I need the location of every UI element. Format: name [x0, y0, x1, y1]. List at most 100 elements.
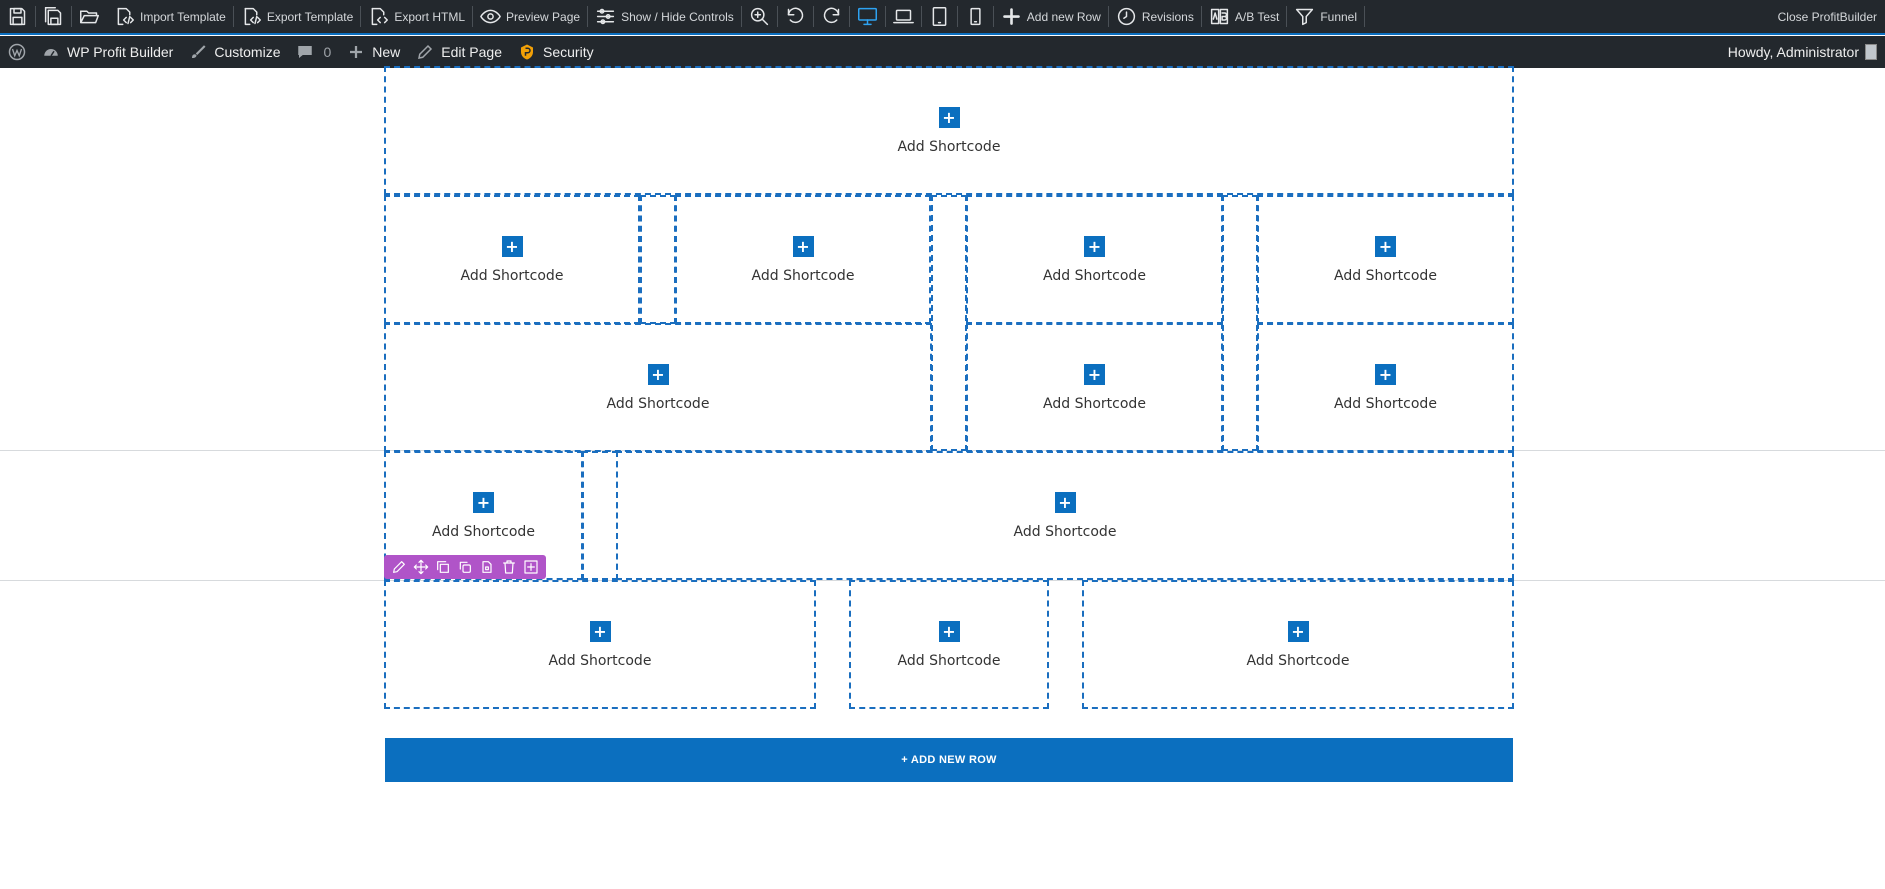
- shortcode-cell[interactable]: + Add Shortcode: [384, 580, 816, 709]
- new-content-link[interactable]: New: [339, 36, 408, 68]
- paste-icon[interactable]: [479, 559, 495, 575]
- edit-page-link[interactable]: Edit Page: [408, 36, 510, 68]
- shortcode-cell[interactable]: + Add Shortcode: [384, 323, 932, 452]
- add-shortcode-plus-button[interactable]: +: [473, 491, 494, 513]
- shortcode-cell[interactable]: + Add Shortcode: [616, 451, 1514, 580]
- save-button[interactable]: [0, 0, 35, 33]
- export-template-button[interactable]: Export Template: [234, 0, 361, 33]
- clock-icon: [1117, 7, 1135, 26]
- add-shortcode-plus-button[interactable]: +: [1084, 363, 1105, 385]
- add-shortcode-plus-button[interactable]: +: [501, 235, 523, 257]
- add-shortcode-label[interactable]: Add Shortcode: [1043, 395, 1146, 412]
- avatar: [1865, 44, 1877, 60]
- mobile-view-button[interactable]: [958, 0, 993, 33]
- shortcode-cell[interactable]: + Add Shortcode: [384, 195, 640, 324]
- add-shortcode-plus-button[interactable]: +: [938, 106, 960, 128]
- add-shortcode-plus-button[interactable]: +: [792, 235, 814, 257]
- laptop-view-button[interactable]: [886, 0, 921, 33]
- shortcode-cell[interactable]: + Add Shortcode: [1257, 195, 1514, 324]
- add-new-row-button[interactable]: + ADD NEW ROW: [385, 738, 1513, 782]
- add-new-row-toolbar-button[interactable]: Add new Row: [994, 0, 1108, 33]
- close-profitbuilder-button[interactable]: Close ProfitBuilder: [1777, 9, 1877, 24]
- redo-button[interactable]: [814, 0, 849, 33]
- site-name-link[interactable]: WP Profit Builder: [34, 36, 181, 68]
- add-shortcode-label[interactable]: Add Shortcode: [751, 267, 855, 284]
- security-shield-icon: [521, 44, 534, 60]
- plus-icon: [350, 46, 363, 58]
- add-shortcode-label[interactable]: Add Shortcode: [432, 523, 535, 540]
- toolbar-separator: [920, 6, 922, 27]
- open-button[interactable]: [72, 0, 107, 33]
- shortcode-cell[interactable]: + Add Shortcode: [966, 323, 1223, 452]
- laptop-icon: [892, 9, 914, 24]
- undo-button[interactable]: [778, 0, 813, 33]
- edit-pencil-icon[interactable]: [391, 559, 407, 575]
- export-html-label: Export HTML: [394, 9, 466, 24]
- add-shortcode-label[interactable]: Add Shortcode: [1043, 267, 1146, 284]
- add-shortcode-label[interactable]: Add Shortcode: [548, 652, 652, 669]
- add-shortcode-label[interactable]: Add Shortcode: [1334, 267, 1437, 284]
- add-shortcode-plus-button[interactable]: +: [938, 620, 960, 642]
- import-template-button[interactable]: Import Template: [107, 0, 233, 33]
- add-shortcode-plus-button[interactable]: +: [1375, 363, 1396, 385]
- shortcode-cell[interactable]: + Add Shortcode: [675, 195, 931, 324]
- add-shortcode-label[interactable]: Add Shortcode: [1013, 523, 1117, 540]
- add-shortcode-label[interactable]: Add Shortcode: [606, 395, 710, 412]
- add-shortcode-label[interactable]: Add Shortcode: [1334, 395, 1437, 412]
- shortcode-cell[interactable]: + Add Shortcode: [849, 580, 1049, 709]
- copy-icon[interactable]: [457, 559, 473, 575]
- save-as-icon: [44, 7, 62, 26]
- tablet-view-button[interactable]: [922, 0, 957, 33]
- add-shortcode-plus-button[interactable]: +: [647, 363, 669, 385]
- preview-page-button[interactable]: Preview Page: [473, 0, 587, 33]
- toolbar-separator: [812, 6, 814, 27]
- security-link[interactable]: Security: [510, 36, 602, 68]
- add-shortcode-label[interactable]: Add Shortcode: [897, 138, 1001, 155]
- export-template-label: Export Template: [266, 9, 354, 24]
- mobile-icon: [970, 7, 981, 26]
- shortcode-cell[interactable]: + Add Shortcode: [1082, 580, 1514, 709]
- shortcode-cell[interactable]: + Add Shortcode: [1257, 323, 1514, 452]
- add-shortcode-plus-button[interactable]: +: [1287, 620, 1309, 642]
- shortcode-cell[interactable]: + Add Shortcode: [966, 195, 1223, 324]
- comments-link[interactable]: 0: [288, 36, 339, 68]
- shortcode-cell[interactable]: + Add Shortcode: [384, 66, 1514, 195]
- toolbar-separator: [71, 6, 72, 27]
- column-gutter: [931, 195, 967, 451]
- funnel-label: Funnel: [1320, 9, 1358, 24]
- add-shortcode-label[interactable]: Add Shortcode: [897, 652, 1001, 669]
- pencil-icon: [418, 44, 433, 59]
- plus-icon: [1002, 8, 1020, 25]
- ab-test-button[interactable]: A/B Test: [1202, 0, 1286, 33]
- revisions-button[interactable]: Revisions: [1109, 0, 1201, 33]
- move-icon[interactable]: [413, 559, 429, 575]
- add-shortcode-plus-button[interactable]: +: [1375, 235, 1396, 257]
- funnel-button[interactable]: Funnel: [1287, 0, 1364, 33]
- add-shortcode-label[interactable]: Add Shortcode: [460, 267, 564, 284]
- security-label: Security: [543, 44, 594, 60]
- revisions-label: Revisions: [1141, 9, 1194, 24]
- save-as-button[interactable]: [36, 0, 71, 33]
- add-column-icon[interactable]: [523, 559, 539, 575]
- show-hide-controls-button[interactable]: Show / Hide Controls: [588, 0, 741, 33]
- add-shortcode-label[interactable]: Add Shortcode: [1246, 652, 1350, 669]
- duplicate-icon[interactable]: [435, 559, 451, 575]
- sliders-icon: [596, 8, 615, 25]
- toolbar-separator: [992, 6, 994, 27]
- column-gutter: [640, 195, 676, 324]
- trash-icon[interactable]: [501, 559, 517, 575]
- customize-link[interactable]: Customize: [181, 36, 288, 68]
- wp-logo-button[interactable]: [0, 36, 34, 68]
- add-shortcode-plus-button[interactable]: +: [1084, 235, 1105, 257]
- export-html-button[interactable]: Export HTML: [361, 0, 472, 33]
- my-account-link[interactable]: Howdy, Administrator: [1720, 36, 1885, 68]
- add-shortcode-plus-button[interactable]: +: [589, 620, 611, 642]
- zoom-button[interactable]: [742, 0, 777, 33]
- dashboard-icon: [44, 48, 58, 57]
- add-shortcode-plus-button[interactable]: +: [1054, 491, 1076, 513]
- desktop-view-button[interactable]: [850, 0, 885, 33]
- redo-icon: [823, 7, 840, 24]
- html-file-icon: [371, 7, 389, 26]
- shortcode-cell[interactable]: + Add Shortcode: [384, 451, 583, 580]
- import-template-label: Import Template: [140, 9, 226, 24]
